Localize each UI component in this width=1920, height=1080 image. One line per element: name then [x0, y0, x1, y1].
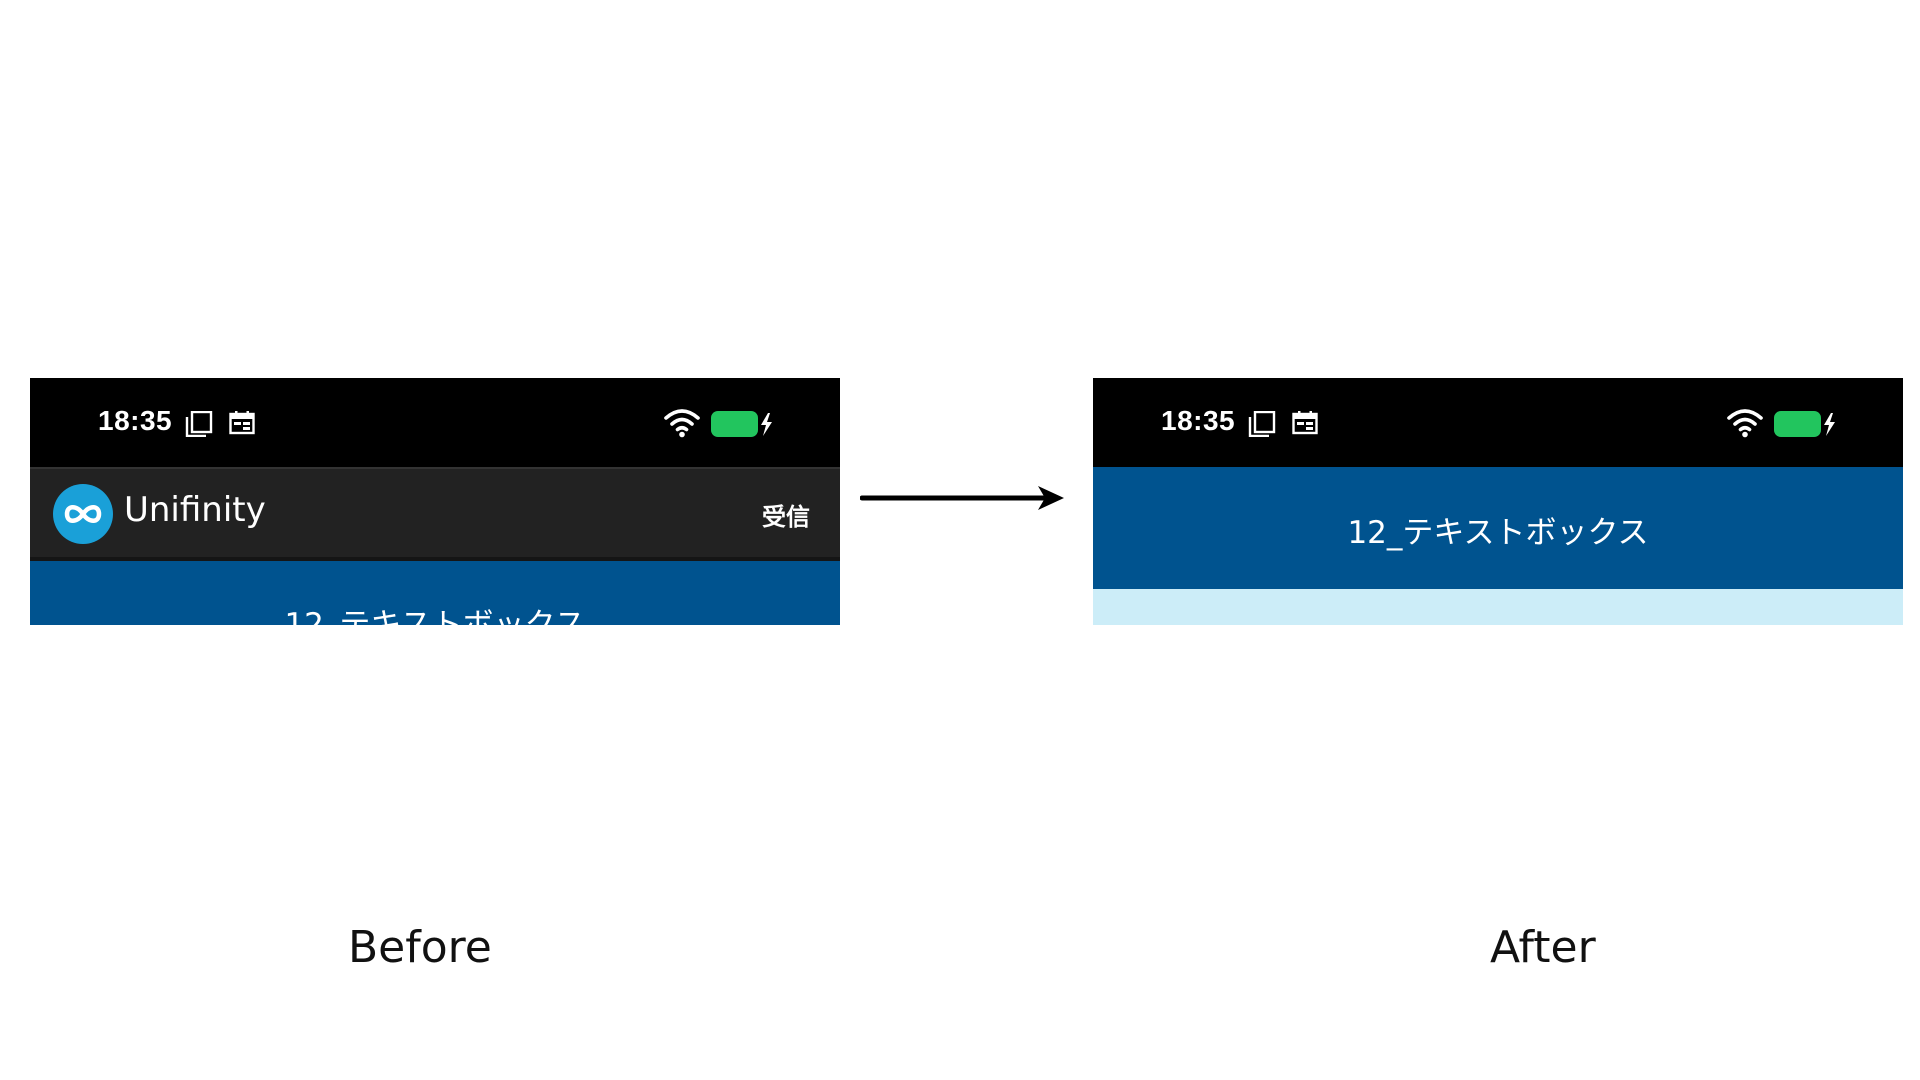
- app-bar: Unifinity 受信: [30, 467, 840, 559]
- calendar-icon: [1292, 411, 1318, 439]
- app-bar-divider: [30, 557, 840, 561]
- battery-charging-icon: [710, 410, 776, 442]
- page-title: 12_テキストボックス: [284, 607, 586, 625]
- before-screenshot: 18:35: [30, 378, 840, 625]
- after-screenshot: 18:35: [1093, 378, 1903, 625]
- title-bar: 12_テキストボックス: [30, 561, 840, 625]
- infinity-logo-icon: [53, 484, 113, 544]
- wifi-icon: [664, 408, 700, 442]
- before-caption: Before: [348, 922, 492, 973]
- app-name: Unifinity: [124, 490, 266, 530]
- title-bar: 12_テキストボックス: [1093, 467, 1903, 589]
- transition-arrow-icon: [859, 483, 1066, 517]
- copy-icon: [1248, 410, 1276, 441]
- wifi-icon: [1727, 408, 1763, 442]
- after-caption: After: [1490, 922, 1596, 973]
- receive-button[interactable]: 受信: [762, 503, 810, 531]
- battery-charging-icon: [1773, 410, 1839, 442]
- status-time: 18:35: [98, 405, 173, 436]
- status-time: 18:35: [1161, 405, 1236, 436]
- status-bar: 18:35: [1093, 378, 1903, 467]
- status-bar: 18:35: [30, 378, 840, 467]
- calendar-icon: [229, 411, 255, 439]
- content-area: [1093, 589, 1903, 625]
- copy-icon: [185, 410, 213, 441]
- page-title: 12_テキストボックス: [1347, 515, 1649, 551]
